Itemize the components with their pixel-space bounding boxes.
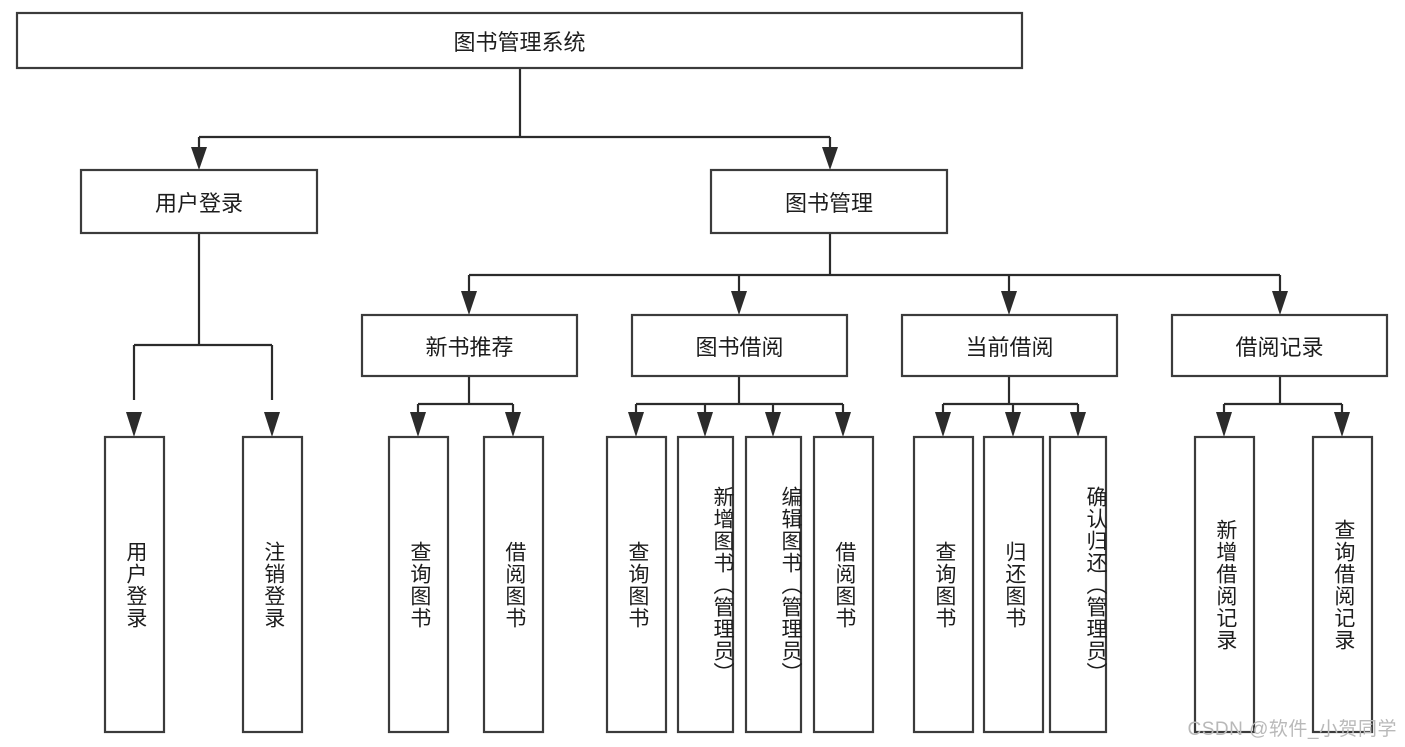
node-box-leaf-return-book[interactable] [982, 435, 1045, 734]
arrow-head-leaf-query-book-2 [628, 412, 644, 437]
arrow-head-user-login [191, 147, 207, 170]
arrow-head-leaf-borrow-book-1 [505, 412, 521, 437]
node-box-leaf-borrow-book-2[interactable] [812, 435, 875, 734]
node-box-leaf-confirm-return[interactable] [1048, 435, 1108, 734]
arrow-head-borrow-record [1272, 291, 1288, 315]
connector-group-book-borrow [628, 376, 851, 437]
arrow-head-leaf-add-book [697, 412, 713, 437]
node-box-new-book-recommend[interactable] [360, 313, 579, 378]
connector-group-book-management [461, 233, 1288, 315]
node-box-current-borrow[interactable] [900, 313, 1119, 378]
node-box-leaf-query-book-1[interactable] [387, 435, 450, 734]
arrow-head-leaf-logout [264, 412, 280, 437]
node-box-leaf-add-record[interactable] [1193, 435, 1256, 734]
arrow-head-leaf-return-book [1005, 412, 1021, 437]
node-box-leaf-edit-book[interactable] [744, 435, 803, 734]
arrow-head-book-borrow [731, 291, 747, 315]
node-box-leaf-borrow-book-1[interactable] [482, 435, 545, 734]
node-box-book-management[interactable] [709, 168, 949, 235]
arrow-head-leaf-query-record [1334, 412, 1350, 437]
node-box-leaf-query-record[interactable] [1311, 435, 1374, 734]
connector-group-new-book-recommend [410, 376, 521, 437]
arrow-head-leaf-query-book-3 [935, 412, 951, 437]
arrow-head-leaf-edit-book [765, 412, 781, 437]
node-box-leaf-user-login[interactable] [103, 435, 166, 734]
arrow-head-book-management [822, 147, 838, 170]
arrow-head-new-book-recommend [461, 291, 477, 315]
connector-group-root [191, 68, 838, 170]
node-box-root[interactable] [15, 11, 1024, 70]
arrow-head-leaf-confirm-return [1070, 412, 1086, 437]
node-box-user-login[interactable] [79, 168, 319, 235]
arrow-head-leaf-query-book-1 [410, 412, 426, 437]
connector-group-current-borrow [935, 376, 1086, 437]
arrow-head-current-borrow [1001, 291, 1017, 315]
arrow-head-leaf-user-login [126, 412, 142, 437]
node-box-leaf-query-book-2[interactable] [605, 435, 668, 734]
node-box-leaf-logout[interactable] [241, 435, 304, 734]
node-box-book-borrow[interactable] [630, 313, 849, 378]
node-box-borrow-record[interactable] [1170, 313, 1389, 378]
connector-group-borrow-record [1216, 376, 1350, 437]
node-box-leaf-add-book[interactable] [676, 435, 735, 734]
connector-group-user-login [126, 233, 280, 437]
arrow-head-leaf-add-record [1216, 412, 1232, 437]
node-box-leaf-query-book-3[interactable] [912, 435, 975, 734]
arrow-head-leaf-borrow-book-2 [835, 412, 851, 437]
